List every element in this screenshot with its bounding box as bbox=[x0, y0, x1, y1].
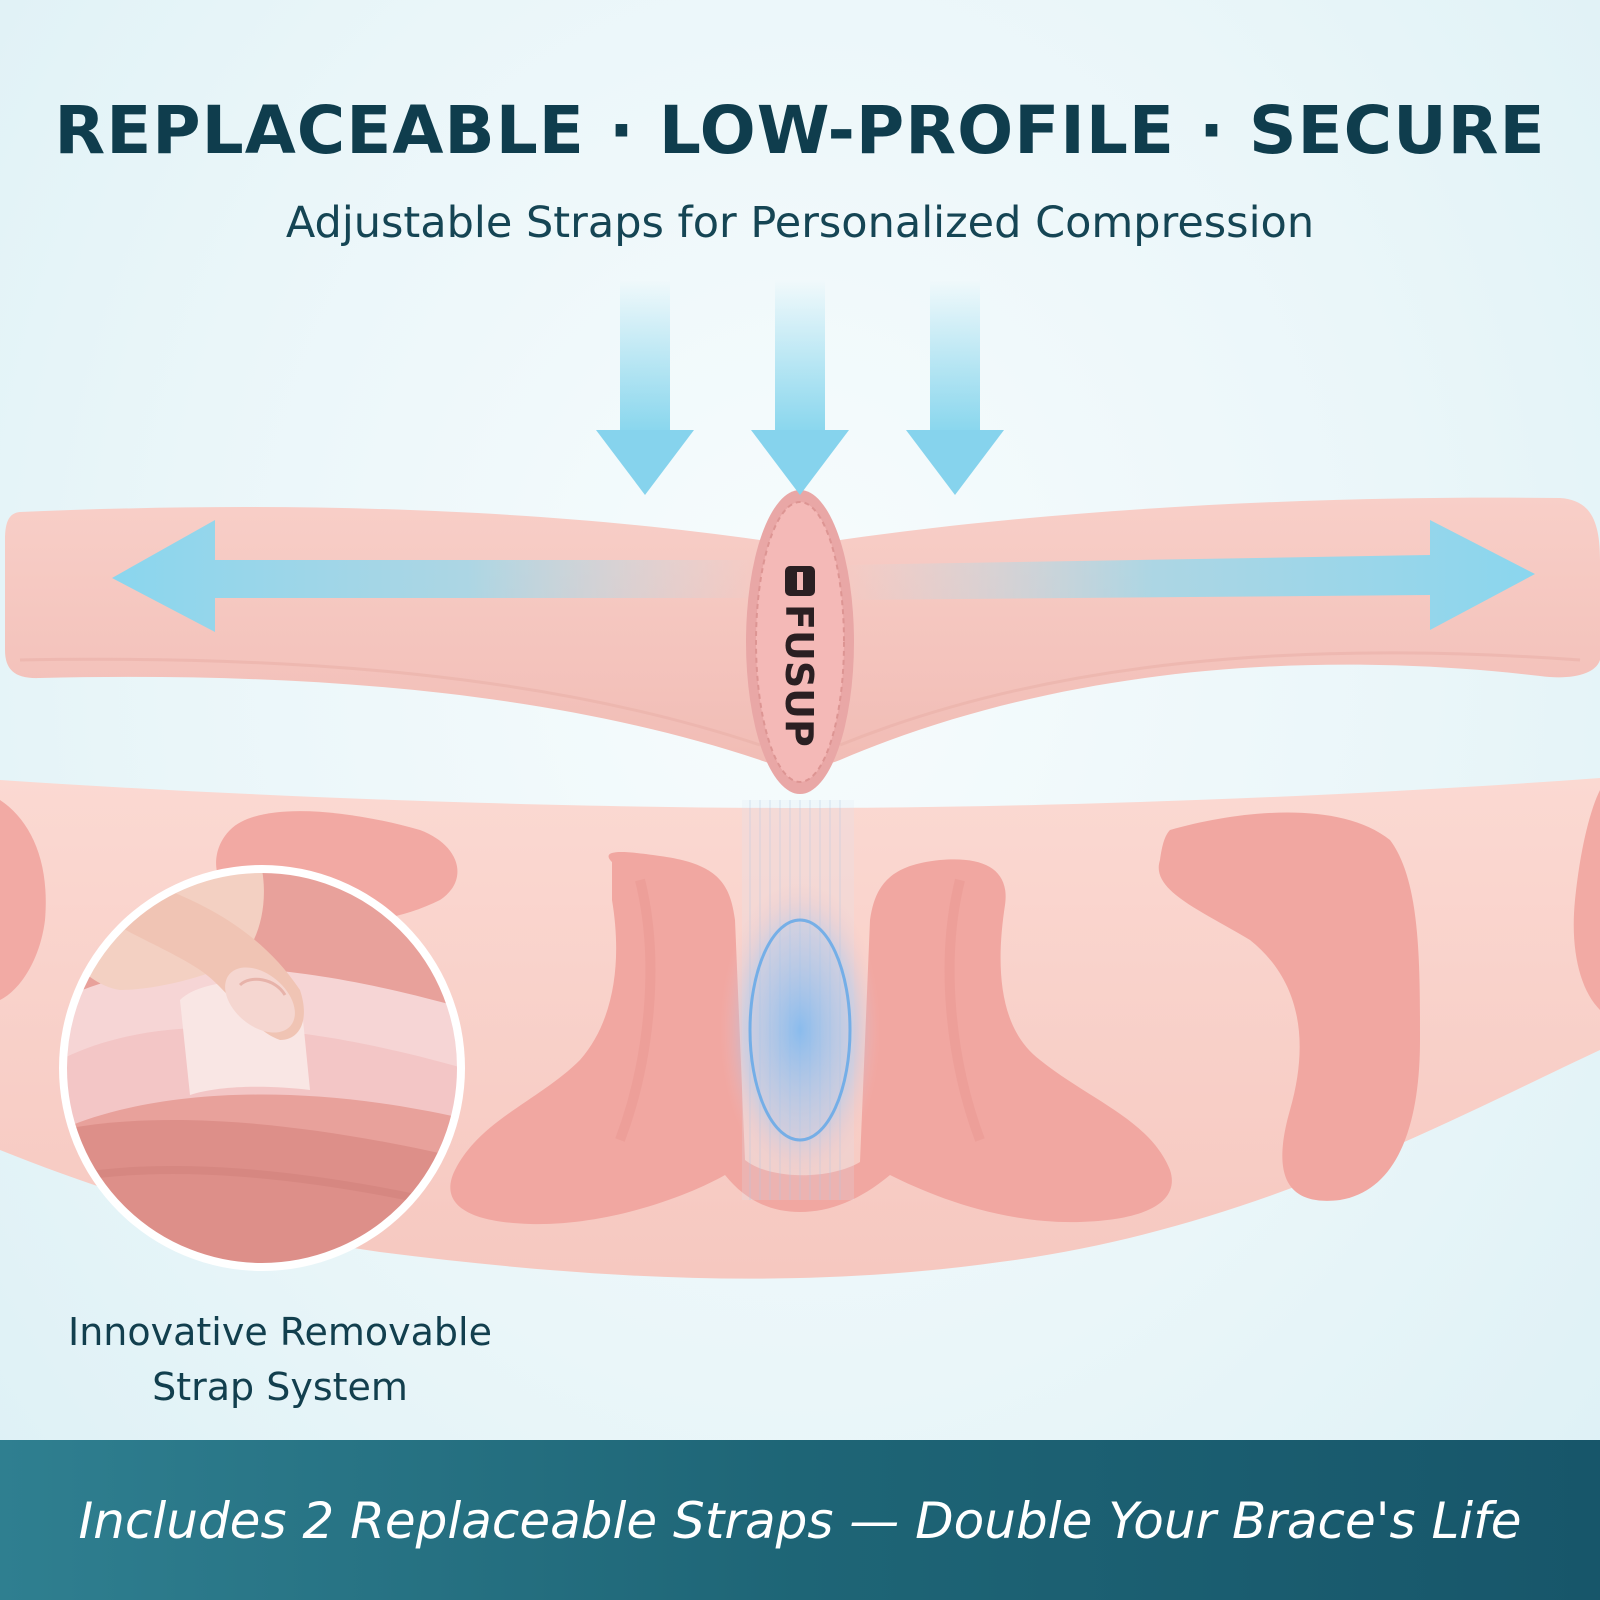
brace-pad-left-outer bbox=[0, 800, 46, 1000]
down-arrows bbox=[596, 280, 1004, 495]
strap-detail-inset bbox=[59, 865, 465, 1271]
bottom-banner: Includes 2 Replaceable Straps — Double Y… bbox=[0, 1440, 1600, 1600]
callout-line-1: Innovative Removable bbox=[68, 1310, 492, 1354]
brand-logo-text: FUSUP bbox=[777, 604, 821, 747]
down-arrow-icon bbox=[751, 430, 849, 495]
down-arrow-icon bbox=[596, 430, 694, 495]
headline: REPLACEABLE · LOW-PROFILE · SECURE bbox=[54, 92, 1546, 169]
brace-pad-right-outer bbox=[1573, 790, 1600, 1010]
banner-text: Includes 2 Replaceable Straps — Double Y… bbox=[78, 1492, 1522, 1550]
compression-glow bbox=[720, 880, 880, 1180]
callout-text: Innovative Removable Strap System bbox=[20, 1305, 540, 1415]
down-arrow-icon bbox=[906, 430, 1004, 495]
brand-logo-icon: FUSUP bbox=[777, 566, 821, 747]
compression-ring bbox=[748, 918, 852, 1142]
product-illustration: FUSUP bbox=[0, 280, 1600, 1279]
brace-pad-right bbox=[1158, 812, 1420, 1201]
subheadline: Adjustable Straps for Personalized Compr… bbox=[285, 198, 1315, 248]
callout-line-2: Strap System bbox=[152, 1365, 408, 1409]
double-headed-arrow-icon bbox=[840, 520, 1535, 630]
double-headed-arrow-icon bbox=[112, 520, 760, 632]
brace-pad-center bbox=[450, 852, 1172, 1225]
brand-logo-badge: FUSUP bbox=[746, 490, 854, 794]
